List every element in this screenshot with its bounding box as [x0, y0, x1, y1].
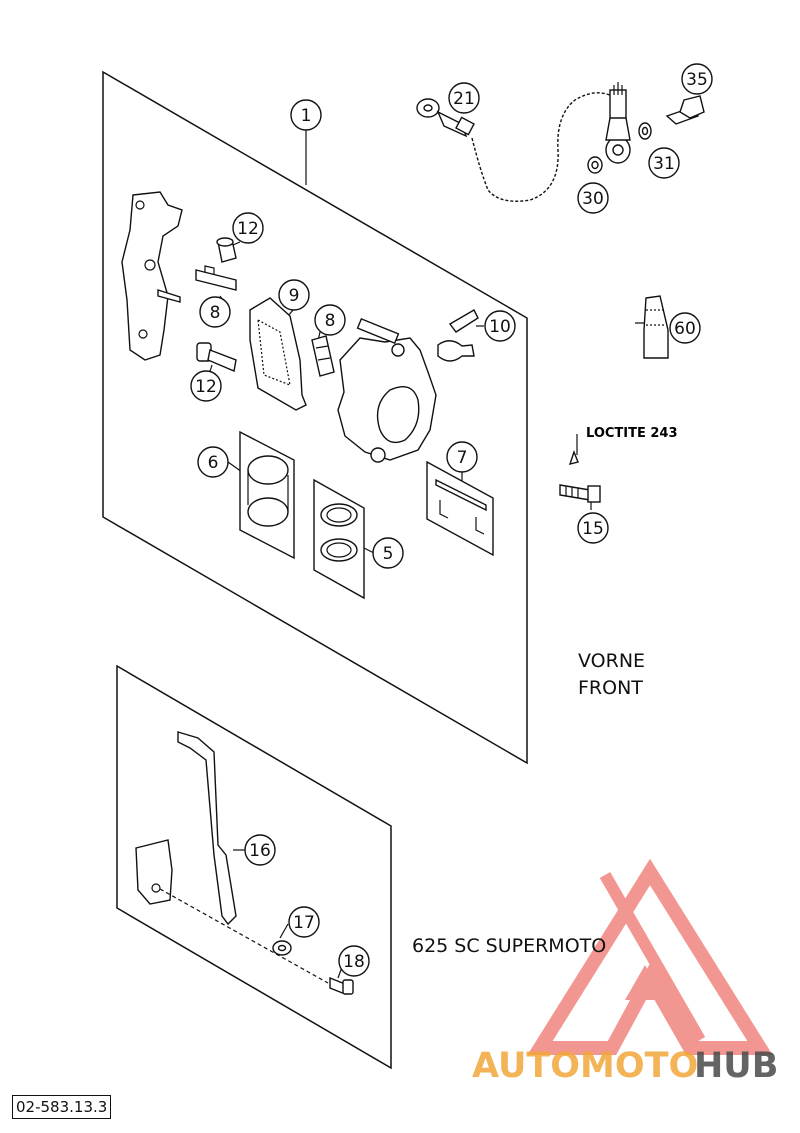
- pin-12-lower: [196, 342, 237, 372]
- callout-7: 7: [446, 441, 478, 473]
- svg-text:9: 9: [289, 286, 300, 306]
- svg-text:30: 30: [582, 189, 604, 209]
- callout-10: 10: [484, 310, 516, 342]
- bolt-15: [559, 449, 601, 503]
- pad-spring-8a: [195, 265, 237, 291]
- supermoto-bracket: [135, 839, 329, 984]
- callout-9: 9: [278, 279, 310, 311]
- main-assembly-panel: [102, 70, 528, 765]
- front-label: FRONT: [578, 677, 643, 699]
- svg-text:10: 10: [489, 317, 511, 337]
- banjo-bolt-35: [665, 95, 705, 125]
- model-label: 625 SC SUPERMOTO: [412, 935, 606, 957]
- svg-text:21: 21: [453, 89, 475, 109]
- pad-spring-8b: [311, 335, 335, 377]
- brake-line-clip-16: [177, 731, 237, 926]
- loctite-label: LOCTITE 243: [586, 426, 678, 441]
- svg-text:17: 17: [293, 913, 315, 933]
- boot-12-upper: [216, 237, 237, 263]
- reference-code: 02-583.13.3: [12, 1095, 112, 1119]
- callout-5: 5: [372, 537, 404, 569]
- svg-text:1: 1: [301, 106, 312, 126]
- svg-text:AUTOMOTO: AUTOMOTO: [472, 1046, 698, 1086]
- callout-6: 6: [197, 446, 229, 478]
- washer-31: [638, 122, 652, 140]
- callout-17: 17: [288, 906, 320, 938]
- callout-31: 31: [648, 147, 680, 179]
- callout-8-right: 8: [314, 304, 346, 336]
- callout-35: 35: [681, 63, 713, 95]
- screw-18: [329, 976, 354, 996]
- svg-text:12: 12: [237, 219, 259, 239]
- svg-text:6: 6: [208, 453, 219, 473]
- svg-text:7: 7: [457, 448, 468, 468]
- watermark-text: AUTOMOTO HUB: [472, 1046, 778, 1086]
- callout-18: 18: [338, 945, 370, 977]
- svg-text:16: 16: [249, 841, 271, 861]
- callout-16: 16: [244, 834, 276, 866]
- svg-text:31: 31: [653, 154, 675, 174]
- seal-kit-5: [313, 478, 365, 600]
- callout-12-upper: 12: [232, 212, 264, 244]
- callout-1: 1: [290, 99, 322, 131]
- pin-kit-7: [426, 460, 494, 557]
- brake-hose: [471, 92, 613, 202]
- washer-30: [587, 156, 603, 174]
- banjo-union: [605, 82, 631, 164]
- caliper-body: [337, 317, 437, 463]
- callout-8-left: 8: [199, 296, 231, 328]
- callout-12-lower: 12: [190, 370, 222, 402]
- piston-kit-6: [239, 430, 295, 560]
- svg-text:60: 60: [674, 319, 696, 339]
- bleeder-valve-10: [437, 309, 479, 362]
- svg-text:8: 8: [325, 311, 336, 331]
- callout-15: 15: [577, 512, 609, 544]
- loctite-bottle-60: [643, 295, 669, 359]
- vorne-label: VORNE: [578, 650, 645, 672]
- svg-text:8: 8: [210, 303, 221, 323]
- svg-text:35: 35: [686, 70, 708, 90]
- svg-text:5: 5: [383, 544, 394, 564]
- brake-pad-9: [249, 297, 307, 411]
- callout-30: 30: [577, 182, 609, 214]
- supermoto-panel: [116, 664, 392, 1070]
- svg-text:12: 12: [195, 377, 217, 397]
- svg-text:18: 18: [343, 952, 365, 972]
- washer-17: [272, 940, 292, 956]
- banjo-fitting-21: [416, 98, 475, 138]
- svg-text:15: 15: [582, 519, 604, 539]
- callout-60: 60: [669, 312, 701, 344]
- callout-21: 21: [448, 82, 480, 114]
- svg-text:HUB: HUB: [694, 1046, 778, 1086]
- caliper-bracket: [121, 191, 183, 361]
- watermark-logo: [527, 858, 773, 1055]
